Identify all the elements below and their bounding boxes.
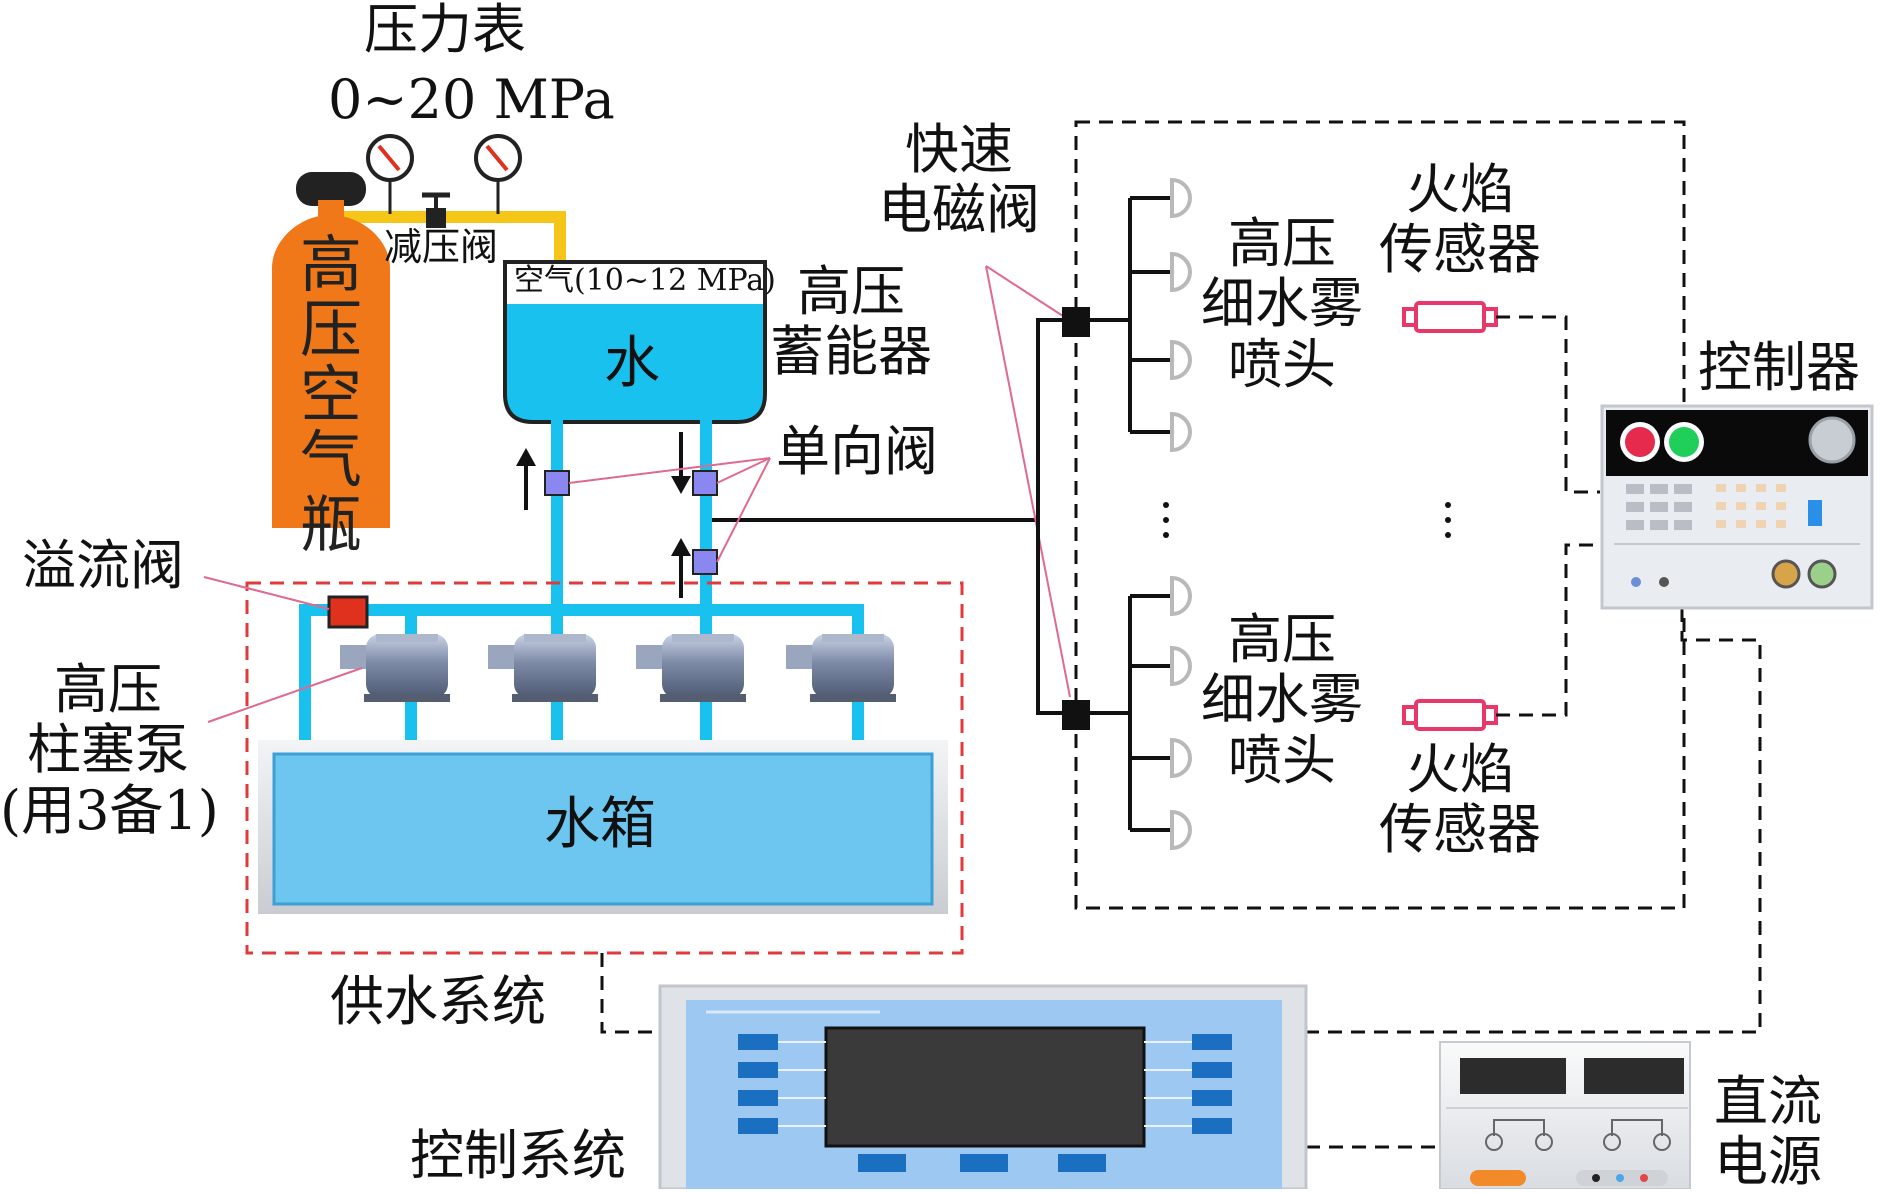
flame-sensor-bottom-line: 火焰 <box>1406 738 1514 801</box>
high-pressure-accumulator <box>503 260 767 424</box>
check-valve-label: 单向阀 <box>776 420 938 483</box>
accumulator-line: 高压 <box>797 260 905 323</box>
air-pressure-label: 空气(10~12 MPa) <box>514 263 776 298</box>
nozzles-bottom <box>1130 594 1172 832</box>
water-tank-label: 水箱 <box>544 792 656 857</box>
air-bottle-label: 高 压 空 气 瓶 <box>296 228 366 562</box>
nozzle-top-line: 喷头 <box>1228 332 1336 396</box>
nozzle-top-label: 高压 细水雾 喷头 <box>1196 212 1368 396</box>
leader-lines <box>203 265 1071 723</box>
solenoid-valve-line: 电磁阀 <box>878 178 1040 242</box>
plunger-pump-label: 高压 柱塞泵 (用3备1) <box>0 658 219 842</box>
nozzle-bottom-label: 高压 细水雾 喷头 <box>1196 608 1368 792</box>
nozzle-bottom-line: 细水雾 <box>1201 668 1363 732</box>
pressure-gauge-right <box>474 134 522 182</box>
dc-power-label: 直流 电源 <box>1714 1070 1822 1193</box>
plunger-pump-line: 柱塞泵 <box>27 718 189 782</box>
ellipsis-dots <box>1163 502 1451 538</box>
dc-power-line: 直流 <box>1714 1070 1822 1133</box>
plunger-pump-line: 高压 <box>54 658 162 721</box>
air-bottle-char: 空 <box>299 358 362 432</box>
reducing-valve-icon <box>422 192 450 228</box>
pressure-gauge-left <box>366 134 414 182</box>
flame-sensor-top-line: 传感器 <box>1379 218 1541 282</box>
plunger-pump-line: (用3备1) <box>0 778 219 842</box>
air-supply-piping <box>330 180 566 263</box>
relief-valve <box>327 595 369 629</box>
control-system-label: 控制系统 <box>410 1124 626 1187</box>
air-bottle-char: 高 <box>299 228 362 301</box>
air-bottle-char: 气 <box>299 423 362 497</box>
accumulator-line: 蓄能器 <box>770 320 932 384</box>
flame-sensor-top <box>1402 301 1498 333</box>
pump-3 <box>636 634 746 702</box>
water-tank <box>258 740 948 914</box>
control-system-device <box>658 984 1308 1189</box>
nozzle-bottom-line: 高压 <box>1228 608 1336 671</box>
pump-1 <box>340 634 450 702</box>
flame-sensor-bottom-line: 传感器 <box>1379 798 1541 862</box>
controller-device <box>1600 404 1874 610</box>
air-bottle <box>272 172 390 528</box>
nozzle-heads-bottom <box>1170 575 1192 851</box>
flame-sensor-top-line: 火焰 <box>1406 158 1514 221</box>
nozzle-bottom-line: 喷头 <box>1228 728 1336 792</box>
distribution-lines <box>1036 198 1132 830</box>
pump-2 <box>488 634 598 702</box>
solenoid-valve-label: 快速 电磁阀 <box>878 118 1040 242</box>
nozzle-top-line: 细水雾 <box>1201 272 1363 336</box>
flow-arrows <box>516 432 691 598</box>
check-valves <box>544 470 718 575</box>
water-label: 水 <box>604 331 660 396</box>
flame-sensor-bottom-label: 火焰 传感器 <box>1370 738 1550 862</box>
nozzles-top <box>1130 196 1172 434</box>
reducing-valve-label: 减压阀 <box>384 225 499 269</box>
water-supply-system-label: 供水系统 <box>330 970 546 1033</box>
air-bottle-char: 瓶 <box>299 488 362 562</box>
solenoid-valve-line: 快速 <box>905 118 1013 181</box>
plunger-pumps <box>340 634 896 702</box>
accumulator-label: 高压 蓄能器 <box>770 260 932 384</box>
dc-power-line: 电源 <box>1714 1130 1822 1193</box>
nozzle-heads-top <box>1170 177 1192 453</box>
gauge-range-label: 0~20 MPa <box>328 68 615 131</box>
relief-valve-label: 溢流阀 <box>22 534 184 597</box>
pump-4 <box>786 634 896 702</box>
water-supply-boundary <box>245 581 964 955</box>
flame-sensor-bottom <box>1402 699 1498 731</box>
flame-sensor-top-label: 火焰 传感器 <box>1370 158 1550 282</box>
pressure-gauge-label: 压力表 <box>364 0 526 61</box>
air-bottle-char: 压 <box>299 293 362 367</box>
dc-power-supply-device <box>1439 1041 1691 1189</box>
nozzle-top-line: 高压 <box>1228 212 1336 275</box>
controller-label: 控制器 <box>1698 336 1860 399</box>
